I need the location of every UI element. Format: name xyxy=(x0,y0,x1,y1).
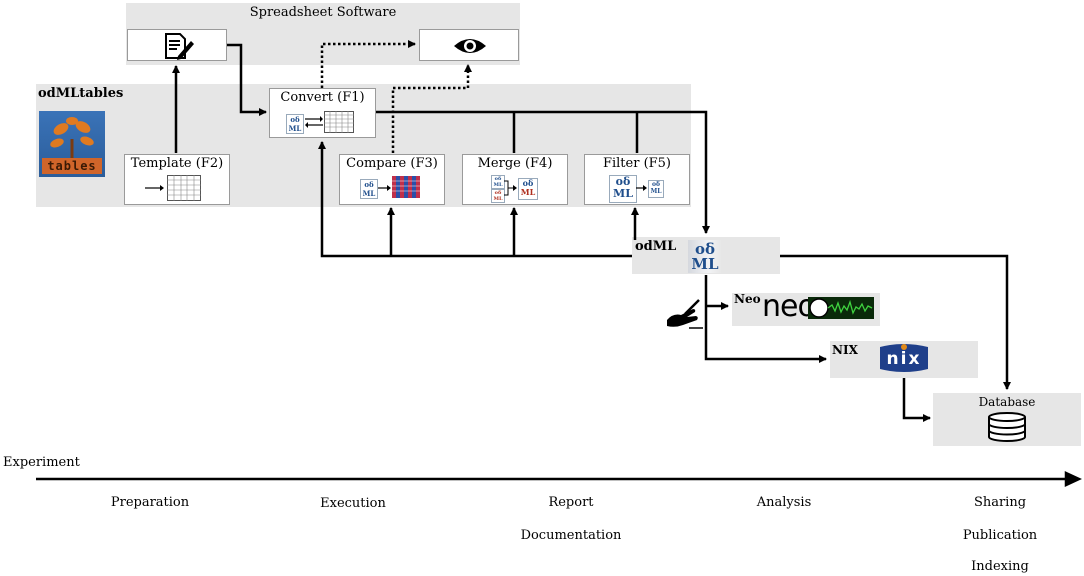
arrow-right-icon xyxy=(636,185,647,191)
template-box[interactable]: Template (F2) xyxy=(124,154,230,205)
neo-logo-text: neo xyxy=(762,289,816,324)
stage-execution: Execution xyxy=(320,496,386,511)
stage-report: Report xyxy=(548,495,594,510)
odmltables-title: odMLtables xyxy=(38,86,124,101)
odml-mini-icon: oδ ML xyxy=(648,180,664,198)
odml-mini-icon: oδ ML xyxy=(360,179,378,199)
stage-indexing: Indexing xyxy=(971,559,1029,574)
spreadsheet-title: Spreadsheet Software xyxy=(249,5,397,20)
stage-analysis: Analysis xyxy=(756,495,812,510)
nix-logo-text: nix xyxy=(886,349,922,369)
odml-title: odML xyxy=(635,239,677,254)
database-icon xyxy=(988,412,1026,442)
filter-box[interactable]: Filter (F5) oδ ML oδ ML xyxy=(584,154,690,205)
compare-box[interactable]: Compare (F3) oδ ML xyxy=(339,154,445,205)
database-title: Database xyxy=(978,395,1036,409)
spreadsheet-view-box[interactable] xyxy=(419,29,519,61)
convert-arrows-icon xyxy=(305,116,323,128)
odml-merged-icon: oδ ML xyxy=(518,178,538,200)
nix-logo: nix xyxy=(878,343,930,376)
filter-label: Filter (F5) xyxy=(602,156,672,171)
odml-large-icon: oδ ML xyxy=(609,175,637,203)
merge-arrow-icon xyxy=(504,180,517,196)
neo-title: Neo xyxy=(734,292,761,306)
arrow-right-icon xyxy=(145,185,164,191)
table-icon xyxy=(324,111,354,133)
arrow-right-icon xyxy=(378,185,391,191)
stage-preparation: Preparation xyxy=(110,495,190,510)
odmltables-logo-text: tables xyxy=(47,159,97,173)
hand-writing-icon xyxy=(667,299,703,329)
odmltables-logo: tables xyxy=(39,111,105,177)
odml-mini-icon: oδ ML xyxy=(286,114,304,134)
spreadsheet-edit-box[interactable] xyxy=(127,29,227,61)
merge-box[interactable]: Merge (F4) oδ ML oδ ML oδ ML xyxy=(462,154,568,205)
odml-logo: oδ ML xyxy=(688,240,722,273)
template-label: Template (F2) xyxy=(130,156,224,171)
nix-title: NIX xyxy=(832,343,858,357)
timeline-title: Experiment xyxy=(3,455,80,470)
eye-icon xyxy=(454,39,486,53)
neo-signal-graphic xyxy=(808,297,874,319)
stage-documentation: Documentation xyxy=(520,528,622,543)
colored-table-icon xyxy=(392,176,420,198)
convert-box[interactable]: Convert (F1) oδ ML xyxy=(269,88,376,138)
document-edit-icon xyxy=(165,33,194,60)
merge-label: Merge (F4) xyxy=(477,156,553,171)
table-icon xyxy=(167,175,201,201)
odml-mini-icon: oδ ML xyxy=(491,175,505,189)
stage-publication: Publication xyxy=(962,528,1038,543)
compare-label: Compare (F3) xyxy=(346,156,438,171)
convert-label: Convert (F1) xyxy=(280,90,365,105)
stage-sharing: Sharing xyxy=(973,495,1027,510)
odml-mini-icon: oδ ML xyxy=(491,189,505,203)
